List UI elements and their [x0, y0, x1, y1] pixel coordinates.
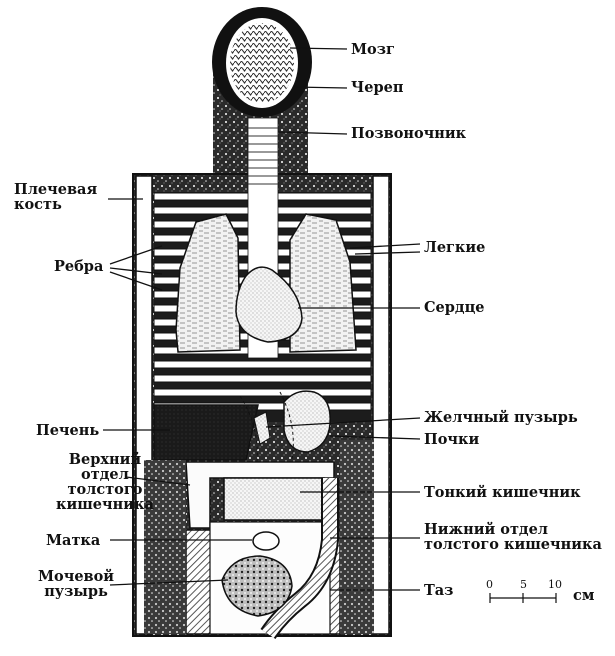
kidney: [283, 390, 331, 453]
gallbladder: [253, 411, 271, 445]
label-heart: Сердце: [424, 299, 485, 316]
label-kidneys: Почки: [424, 431, 480, 448]
scale-tick-10: 10: [548, 578, 562, 591]
torso: [132, 117, 392, 640]
label-lungs: Легкие: [424, 239, 486, 256]
label-pelvis: Таз: [424, 582, 454, 599]
pelvis-right: [340, 440, 374, 634]
bladder: [221, 555, 293, 617]
label-humerus: Плечевая кость: [14, 181, 98, 213]
scale-unit: см: [573, 587, 595, 604]
label-lower-colon: Нижний отдел толстого кишечника: [424, 521, 602, 553]
uterus: [252, 531, 280, 551]
label-brain: Мозг: [351, 41, 395, 58]
label-gallbladder: Желчный пузырь: [424, 409, 578, 426]
scale-bar: [489, 593, 557, 603]
leader-lines: [103, 47, 421, 591]
upper-colon: [185, 461, 335, 529]
head-neck: [212, 7, 312, 174]
humerus-right: [372, 175, 390, 635]
brain: [230, 23, 294, 103]
label-uterus: Матка: [46, 532, 101, 549]
label-spine: Позвоночник: [351, 125, 467, 142]
heart: [235, 266, 303, 343]
label-bladder: Мочевой пузырь: [38, 568, 115, 600]
label-skull: Череп: [351, 79, 404, 96]
lung-left: [175, 213, 241, 353]
scale-tick-5: 5: [520, 578, 527, 591]
scale-tick-0: 0: [486, 578, 493, 591]
label-small-intestine: Тонкий кишечник: [424, 484, 581, 501]
lung-right: [289, 213, 357, 353]
pelvis-left: [144, 460, 186, 634]
small-intestine: [223, 477, 325, 521]
liver: [153, 404, 259, 461]
label-liver: Печень: [36, 422, 100, 439]
label-upper-colon: Верхний отдел толстого кишечника: [56, 451, 154, 513]
label-ribs: Ребра: [54, 258, 104, 275]
